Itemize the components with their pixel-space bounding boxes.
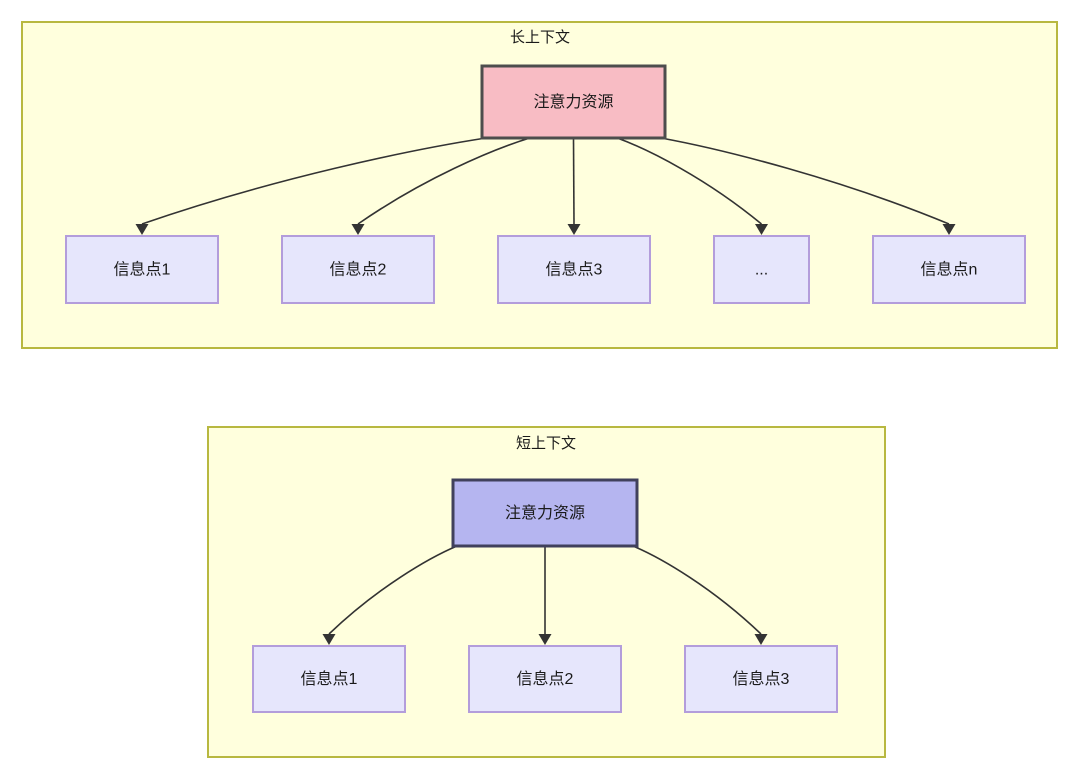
long-context-edges — [135, 137, 956, 235]
info-point-node[interactable]: ... — [713, 235, 810, 304]
long-context-info-nodes: 信息点1 信息点2 信息点3... 信息点n — [65, 235, 1026, 304]
info-point-box[interactable] — [65, 235, 219, 304]
short-context-info-nodes: 信息点1 信息点2 信息点3 — [252, 645, 838, 713]
panel-short-context: 短上下文 注意力资源 信息点1 信息点2 信息点3 — [207, 426, 886, 758]
info-point-box[interactable] — [497, 235, 651, 304]
info-point-box[interactable] — [684, 645, 838, 713]
attention-resource-label-short: 注意力资源 — [505, 503, 585, 522]
info-point-label: 信息点3 — [733, 670, 790, 688]
edge-attention-to-info — [328, 545, 458, 635]
info-point-label: 信息点n — [921, 261, 978, 279]
info-point-box[interactable] — [468, 645, 622, 713]
info-point-node[interactable]: 信息点n — [872, 235, 1026, 304]
arrow-head-icon — [538, 634, 552, 645]
info-point-node[interactable]: 信息点2 — [468, 645, 622, 713]
panel-long-context: 长上下文 注意力资源 信息点1 信息点2 信息点3... 信息点n — [21, 21, 1058, 349]
attention-resource-box-short[interactable] — [451, 478, 639, 548]
edge-attention-to-info — [572, 137, 575, 225]
info-point-node[interactable]: 信息点1 — [65, 235, 219, 304]
edge-attention-to-info — [141, 137, 487, 225]
panel-short-context-title: 短上下文 — [516, 435, 576, 452]
info-point-node[interactable]: 信息点2 — [281, 235, 435, 304]
arrow-head-icon — [754, 634, 768, 645]
info-point-node[interactable]: 信息点3 — [497, 235, 651, 304]
info-point-box[interactable] — [281, 235, 435, 304]
attention-resource-box-long[interactable] — [480, 64, 667, 140]
info-point-box[interactable] — [872, 235, 1026, 304]
short-context-edges — [322, 545, 768, 645]
arrow-head-icon — [567, 224, 581, 235]
info-point-label: 信息点1 — [301, 670, 358, 688]
info-point-node[interactable]: 信息点3 — [684, 645, 838, 713]
arrow-head-icon — [135, 224, 149, 235]
arrow-head-icon — [351, 224, 365, 235]
info-point-label: 信息点2 — [517, 670, 574, 688]
short-context-attention-node[interactable]: 注意力资源 — [451, 478, 639, 548]
arrow-head-icon — [942, 224, 956, 235]
info-point-node[interactable]: 信息点1 — [252, 645, 406, 713]
panel-long-context-title: 长上下文 — [510, 29, 570, 46]
info-point-label: 信息点2 — [330, 261, 387, 279]
long-context-attention-node[interactable]: 注意力资源 — [480, 64, 667, 140]
edge-attention-to-info — [660, 137, 950, 225]
info-point-box[interactable] — [252, 645, 406, 713]
info-point-label: ... — [755, 262, 768, 279]
info-point-label: 信息点3 — [546, 261, 603, 279]
arrow-head-icon — [755, 224, 768, 235]
edge-attention-to-info — [632, 545, 762, 635]
attention-resource-label-long: 注意力资源 — [533, 92, 613, 111]
arrow-head-icon — [322, 634, 336, 645]
edge-attention-to-info — [616, 137, 763, 225]
info-point-label: 信息点1 — [114, 261, 171, 279]
edge-attention-to-info — [357, 137, 530, 225]
info-point-box[interactable] — [713, 235, 810, 304]
